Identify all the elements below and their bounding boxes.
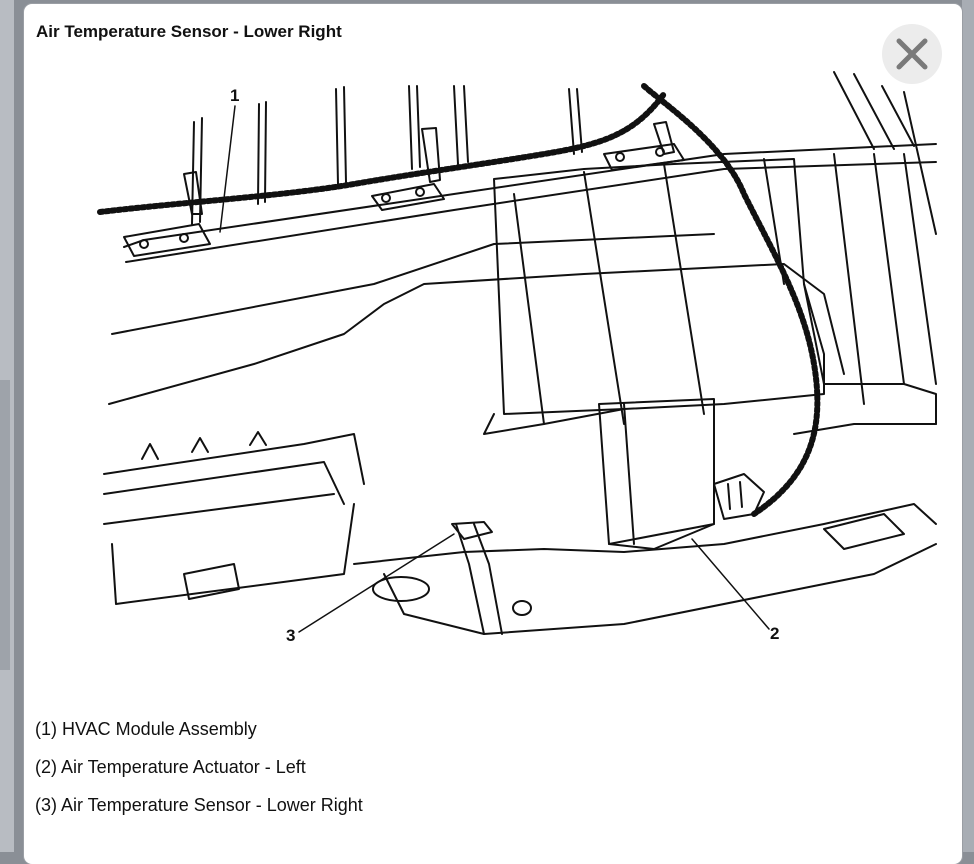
callout-2: 2 xyxy=(770,624,780,643)
close-icon xyxy=(896,38,928,70)
callout-1: 1 xyxy=(230,86,240,105)
legend-item-air-temp-sensor: (3) Air Temperature Sensor - Lower Right xyxy=(35,795,363,815)
hvac-module-diagram xyxy=(97,71,937,635)
legend-list: (1) HVAC Module Assembly (2) Air Tempera… xyxy=(35,716,363,830)
background-page-left xyxy=(0,0,14,852)
callout-3: 3 xyxy=(286,626,296,645)
background-page-right xyxy=(962,0,974,852)
dialog-title: Air Temperature Sensor - Lower Right xyxy=(36,22,342,41)
close-button[interactable] xyxy=(882,24,942,84)
legend-item-hvac-module: (1) HVAC Module Assembly xyxy=(35,719,257,739)
legend-item-air-temp-actuator: (2) Air Temperature Actuator - Left xyxy=(35,757,306,777)
image-viewer-dialog: Air Temperature Sensor - Lower Right xyxy=(24,4,962,864)
background-scroll-strip xyxy=(0,380,10,670)
